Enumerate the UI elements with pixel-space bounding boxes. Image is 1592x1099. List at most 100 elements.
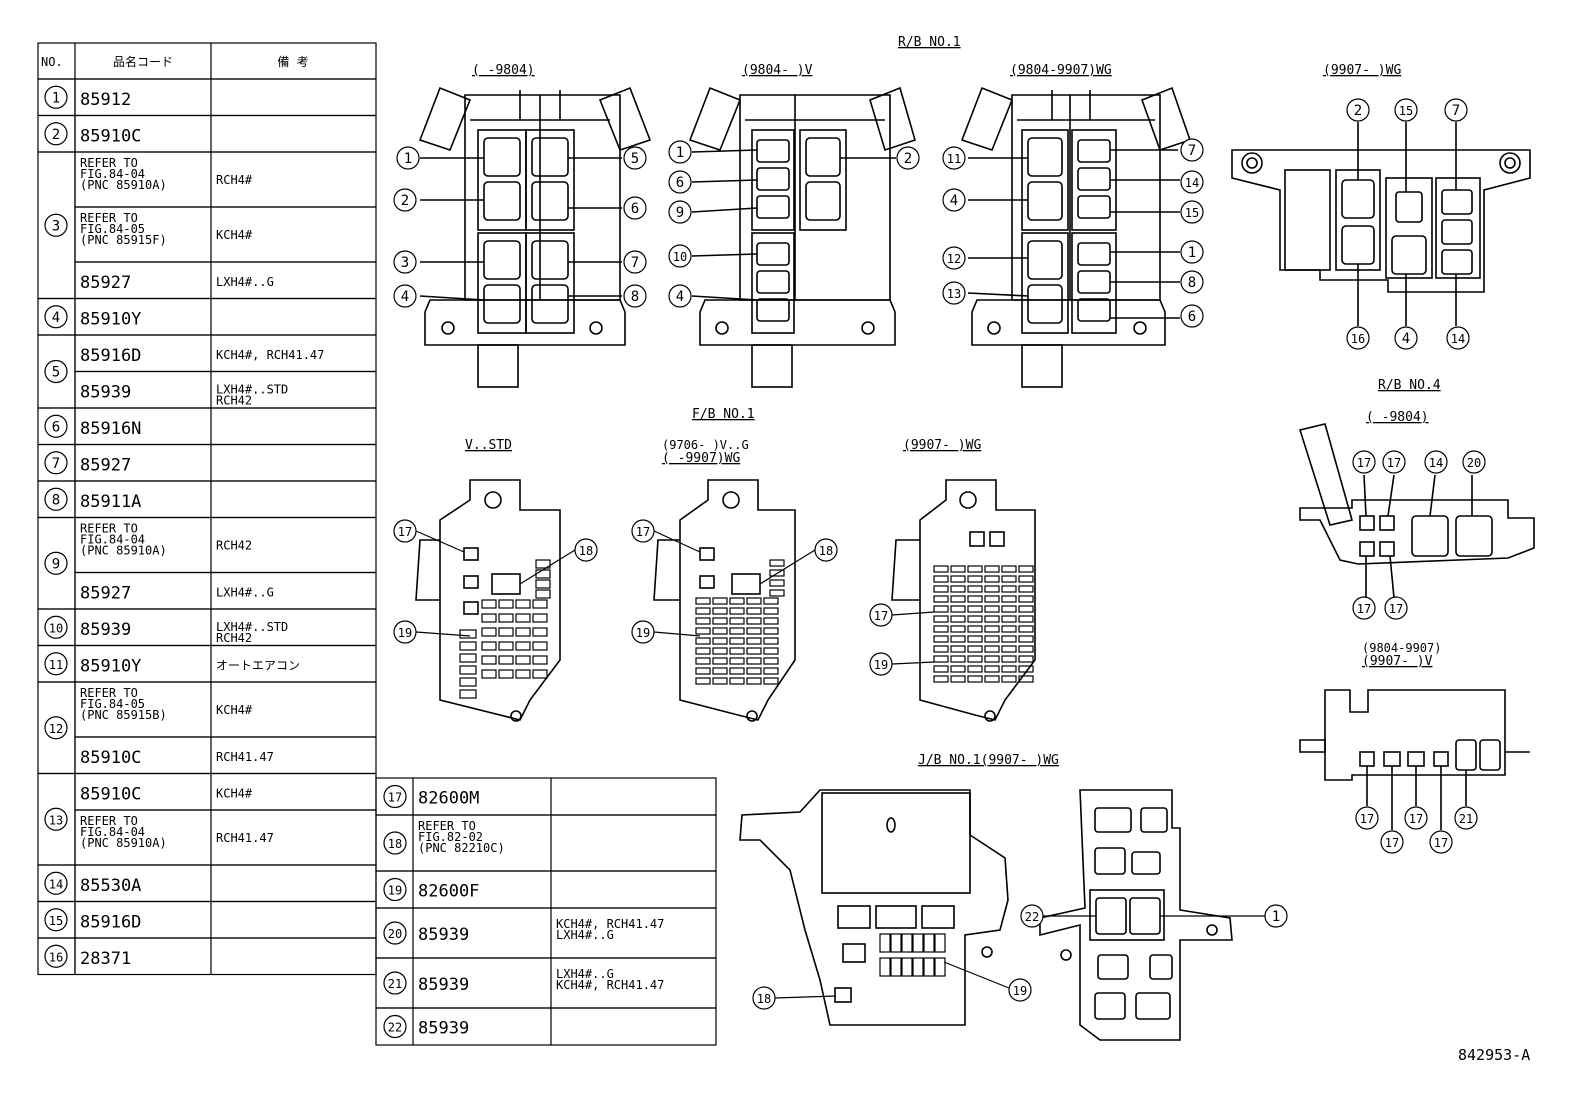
relay-block-rb1-variant-c (960, 86, 1192, 388)
callout-rb1_d-4: 4 (1394, 326, 1418, 350)
callout-rb4_a-0: 17 (1352, 450, 1376, 474)
callout-rb1_b-3-label: 10 (673, 250, 687, 264)
part-code: 85916N (80, 419, 141, 439)
row-number-5: 5 (44, 359, 68, 384)
callout-rb1_a-2-label: 3 (401, 255, 409, 271)
leader-line (415, 530, 465, 553)
part-code: 85916D (80, 346, 141, 366)
callout-rb4_a-1: 17 (1382, 450, 1406, 474)
callout-rb1_d-3-label: 16 (1351, 332, 1365, 346)
row-number-22-label: 22 (388, 1021, 402, 1035)
row-number-12: 12 (44, 716, 68, 740)
rb4-variant-b-label-1: (9804-9907) (1362, 641, 1441, 655)
fuse-block-fb1-variant-c (891, 479, 1036, 722)
callout-rb4_a-4: 17 (1352, 596, 1376, 620)
callout-rb1_b-2-label: 9 (676, 205, 684, 221)
part-remark: オートエアコン (216, 659, 300, 673)
row-number-11-label: 11 (49, 658, 63, 672)
callout-rb1_b-5: 2 (896, 146, 920, 170)
part-code-line: (PNC 85910A) (80, 178, 167, 192)
callout-rb1_a-4-label: 5 (631, 151, 639, 167)
part-code: 85910C (80, 785, 141, 805)
callout-rb1_c-9: 6 (1180, 304, 1204, 328)
callout-rb1_d-5: 14 (1446, 326, 1470, 350)
part-remark: KCH4# (216, 228, 253, 242)
row-number-3-label: 3 (52, 218, 60, 234)
part-code-line: (PNC 85910A) (80, 836, 167, 850)
relay-block-rb1-variant-a (418, 86, 652, 388)
row-number-17: 17 (383, 784, 407, 809)
fb1-variant-b-fuse-array (695, 559, 785, 685)
relay-block-rb4-variant-a (1298, 423, 1535, 599)
row-number-11: 11 (44, 652, 68, 676)
callout-rb1_d-0-label: 2 (1354, 103, 1362, 119)
fb1-variant-c-fuse-array (933, 565, 1034, 683)
callout-rb1_c-7: 1 (1180, 240, 1204, 264)
leader-line (891, 661, 935, 665)
row-number-14-label: 14 (49, 877, 63, 891)
callout-rb1_c-3: 13 (942, 281, 966, 305)
part-remark: LXH4#..STD (216, 620, 288, 634)
callout-jb1-3: 19 (1008, 978, 1032, 1002)
callout-rb1_c-7-label: 1 (1188, 245, 1196, 261)
callout-fb_c-0-label: 17 (874, 609, 888, 623)
part-code: 85927 (80, 273, 131, 293)
callout-rb1_a-5: 6 (623, 196, 647, 220)
callout-rb1_d-4-label: 4 (1402, 331, 1410, 347)
table-header-code: 品名コード (113, 54, 173, 69)
part-code: 85939 (418, 1019, 469, 1039)
row-number-20: 20 (383, 921, 407, 945)
callout-rb1_c-3-label: 13 (947, 287, 961, 301)
part-remark: RCH41.47 (216, 831, 274, 845)
row-number-10-label: 10 (49, 621, 63, 635)
row-number-19: 19 (383, 877, 407, 902)
rb4-title: R/B NO.4 (1378, 378, 1441, 393)
callout-fb_c-1: 19 (869, 652, 893, 676)
callout-fb-0-label: 17 (398, 525, 412, 539)
row-number-16-label: 16 (49, 950, 63, 964)
fb1-title: F/B NO.1 (692, 407, 755, 422)
callout-rb1_c-9-label: 6 (1188, 309, 1196, 325)
callout-rb1_c-0: 11 (942, 146, 966, 170)
row-number-4-label: 4 (52, 310, 60, 326)
callout-rb1_d-5-label: 14 (1451, 332, 1465, 346)
row-number-21-label: 21 (388, 977, 402, 991)
jb1-fuse-array (879, 933, 946, 977)
part-code-line: FIG.84-04 (80, 167, 145, 181)
callout-rb1_c-4-label: 7 (1188, 143, 1196, 159)
callout-jb1-1-label: 1 (1272, 909, 1280, 925)
row-number-14: 14 (44, 871, 68, 895)
callout-rb4_b-3: 17 (1429, 830, 1453, 854)
row-number-10: 10 (44, 615, 68, 639)
row-number-6: 6 (44, 414, 68, 438)
part-remark: LXH4#..G (216, 275, 274, 289)
callout-jb1-2-label: 18 (757, 992, 771, 1006)
fb1-variant-a-fuse-array (459, 559, 551, 699)
row-number-22: 22 (383, 1014, 407, 1039)
callout-rb1_b-4: 4 (668, 284, 692, 308)
part-code-line: FIG.84-05 (80, 222, 145, 236)
relay-block-rb1-variant-d (1231, 122, 1531, 326)
callout-rb4_b-1-label: 17 (1385, 836, 1399, 850)
callout-rb1_a-2: 3 (393, 250, 417, 274)
callout-fb-1: 19 (393, 620, 417, 644)
callout-rb1_d-3: 16 (1346, 326, 1370, 350)
callout-rb4_b-0-label: 17 (1360, 812, 1374, 826)
table-header-remarks: 備 考 (277, 54, 308, 69)
part-code-line: (PNC 85915F) (80, 233, 167, 247)
callout-fb_c-0: 17 (869, 603, 893, 627)
part-code-line: REFER TO (80, 522, 138, 536)
row-number-18: 18 (383, 831, 407, 855)
callout-fb_c-1-label: 19 (874, 658, 888, 672)
callout-rb4_b-2-label: 17 (1409, 812, 1423, 826)
callout-rb1_b-2: 9 (668, 200, 692, 224)
part-remark: LXH4#..G (556, 928, 614, 942)
part-code-line: REFER TO (80, 156, 138, 170)
callout-rb1_a-3-label: 4 (401, 289, 409, 305)
row-number-1-label: 1 (52, 90, 60, 106)
part-remark: KCH4# (216, 787, 253, 801)
part-code-line: FIG.84-05 (80, 697, 145, 711)
callout-rb1_b-1: 6 (668, 170, 692, 194)
row-number-8-label: 8 (52, 492, 60, 508)
